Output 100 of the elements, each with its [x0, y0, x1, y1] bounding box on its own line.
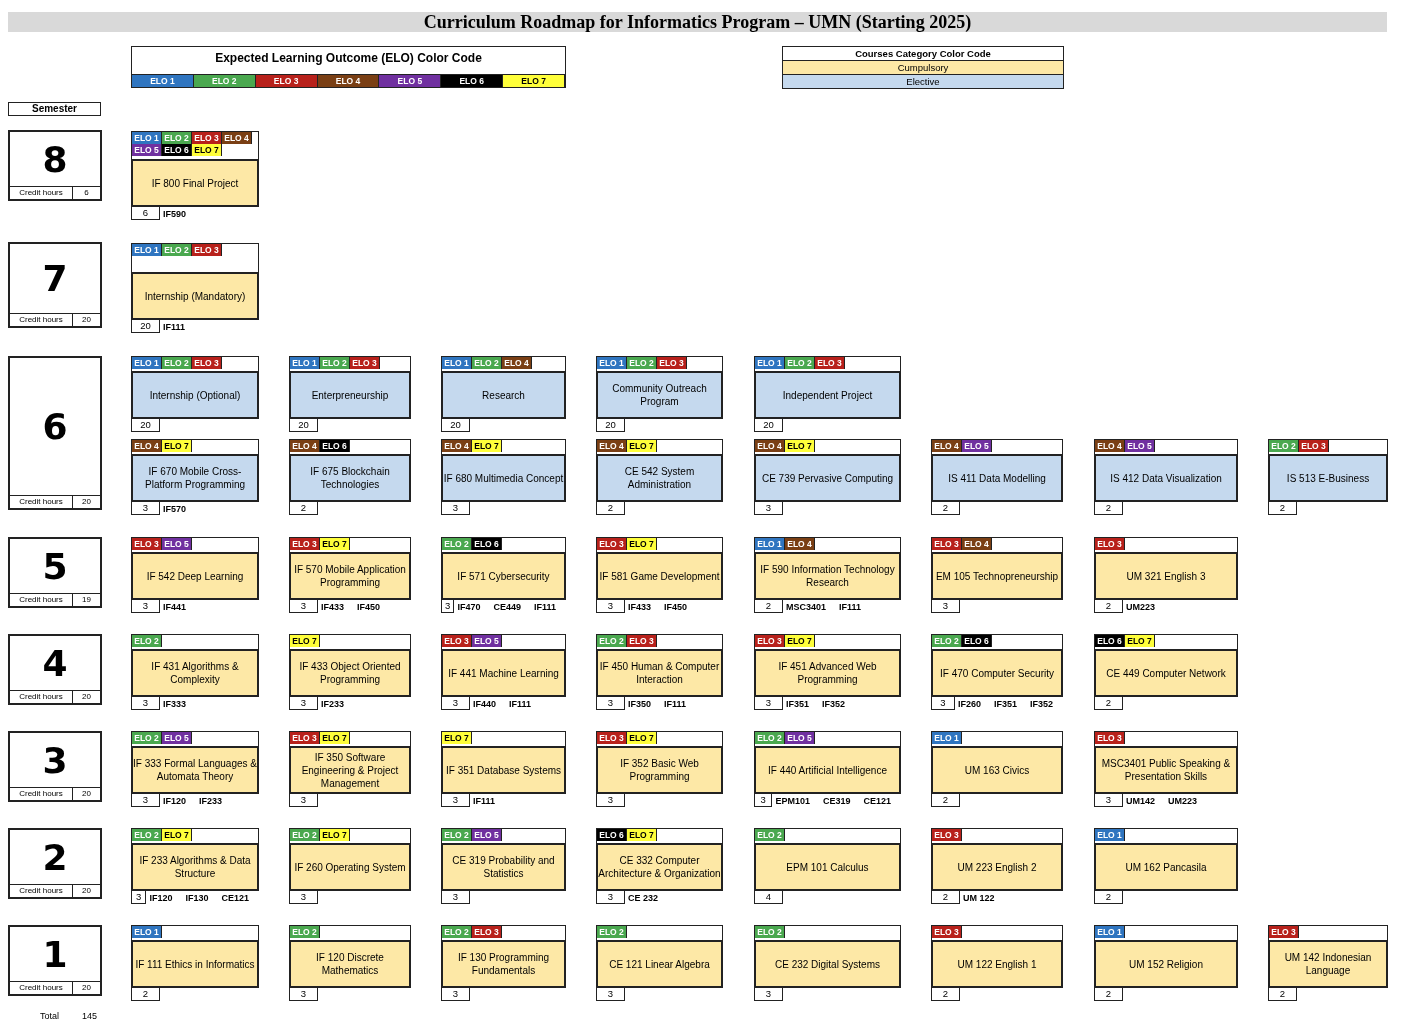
elo-tag: ELO 2 [442, 926, 472, 938]
course-title: IF 351 Database Systems [445, 763, 562, 777]
semester-box [8, 537, 102, 608]
credit-hours: 20 [596, 419, 625, 432]
prerequisite-code: IF233 [321, 698, 344, 709]
credit-hours-label: Credit hours [10, 496, 73, 508]
total-value: 145 [82, 1011, 98, 1021]
course-box [131, 843, 259, 891]
course-box [754, 940, 901, 988]
credit-hours: 4 [754, 891, 783, 904]
course-title: CE 739 Pervasive Computing [761, 471, 894, 485]
course-title: IF 680 Multimedia Concept [443, 471, 564, 485]
prerequisite-code: IF111 [509, 698, 532, 709]
course-title: IF 352 Basic Web Programming [619, 757, 700, 783]
course-title: IF 590 Information Technology Research [759, 563, 896, 589]
course-box [1094, 454, 1238, 502]
elo-tag: ELO 4 [962, 538, 992, 550]
prerequisite-code: CE449 [493, 601, 521, 612]
course-title: IF 675 Blockchain Technologies [309, 465, 391, 491]
elo-tag: ELO 4 [502, 357, 532, 369]
legend-swatch: ELO 4 [317, 75, 380, 87]
credit-hours: 3 [931, 600, 960, 613]
elo-tag: ELO 3 [627, 635, 657, 647]
credit-hours-value: 20 [81, 691, 92, 703]
course-title: IF 350 Software Engineering & Project Management [300, 750, 400, 790]
prerequisite-code: IF433 [321, 601, 344, 612]
elo-tag: ELO 2 [132, 635, 162, 647]
course-title: IF 800 Final Project [151, 176, 239, 190]
legend-swatch: Elective [783, 74, 1063, 88]
prerequisite-code: IF351 [993, 698, 1017, 709]
credit-hours: 2 [596, 502, 625, 515]
elo-tag: ELO 6 [597, 829, 627, 841]
course-title: IF 233 Algorithms & Data Structure [138, 854, 252, 880]
course-title: MSC3401 Public Speaking & Presentation Skills [1100, 757, 1232, 783]
elo-tag: ELO 3 [815, 357, 845, 369]
credit-hours: 2 [931, 502, 960, 515]
course-title: IF 571 Cybersecurity [457, 569, 550, 583]
elo-tag: ELO 4 [597, 440, 627, 452]
course-box [441, 371, 566, 419]
credit-hours: 3 [596, 988, 625, 1001]
credit-hours: 2 [1094, 600, 1123, 613]
elo-tag: ELO 3 [1269, 926, 1299, 938]
credit-hours-label: Credit hours [10, 314, 73, 326]
credit-hours: 3 [131, 600, 160, 613]
prerequisite-code: IF111 [473, 795, 496, 806]
prerequisite-code: UM142 [1126, 795, 1155, 806]
elo-tag: ELO 2 [320, 357, 350, 369]
prerequisite-code: IF351 [786, 698, 809, 709]
credit-hours: 2 [1268, 502, 1297, 515]
credit-hours: 2 [1094, 988, 1123, 1001]
credit-hours: 20 [131, 320, 160, 333]
legend-swatch: Cumpulsory [783, 60, 1063, 74]
credit-hours: 3 [131, 697, 160, 710]
course-box [131, 746, 259, 794]
course-title: UM 163 Civics [964, 763, 1030, 777]
elo-tag: ELO 3 [932, 538, 962, 550]
legend-swatch: ELO 1 [132, 75, 194, 87]
credit-hours-value: 20 [81, 496, 92, 508]
elo-tag: ELO 1 [1095, 829, 1125, 841]
elo-tag: ELO 6 [962, 635, 992, 647]
elo-tag: ELO 3 [755, 635, 785, 647]
elo-tag: ELO 6 [162, 144, 192, 156]
course-box [131, 371, 259, 419]
elo-tag: ELO 3 [192, 132, 222, 144]
course-box [289, 371, 411, 419]
course-box [1268, 940, 1388, 988]
credit-hours-label: Credit hours [10, 594, 73, 606]
credit-hours: 2 [1094, 697, 1123, 710]
credit-hours: 3 [596, 794, 625, 807]
elo-tag: ELO 2 [755, 829, 785, 841]
legend-swatch: ELO 3 [255, 75, 318, 87]
semester-box [8, 828, 102, 899]
course-title: CE 232 Digital Systems [774, 957, 880, 971]
credit-hours-value: 20 [81, 788, 92, 800]
prerequisite-code: IF470 [457, 601, 481, 612]
legend-swatch: ELO 7 [503, 75, 565, 87]
prerequisite-code: MSC3401 [786, 601, 827, 612]
course-box [1268, 454, 1388, 502]
course-title: IF 542 Deep Learning [146, 569, 244, 583]
prerequisite-code: UM 122 [963, 892, 995, 903]
course-title: IF 440 Artificial Intelligence [768, 763, 887, 777]
semester-number: 1 [41, 932, 69, 977]
elo-tag: ELO 2 [472, 357, 502, 369]
credit-hours-value: 6 [83, 187, 90, 199]
credit-hours: 3 [441, 988, 470, 1001]
elo-tag: ELO 7 [320, 732, 350, 744]
credit-hours-label: Credit hours [10, 885, 73, 897]
credit-hours: 2 [289, 502, 318, 515]
course-title: Enterpreneurship [311, 388, 389, 402]
elo-tag: ELO 7 [627, 829, 657, 841]
credit-hours: 2 [931, 988, 960, 1001]
elo-tag: ELO 4 [755, 440, 785, 452]
semester-number: 7 [41, 257, 69, 301]
course-box [596, 371, 723, 419]
credit-hours: 2 [1094, 891, 1123, 904]
course-title: IF 433 Object Oriented Programming [298, 660, 402, 686]
credit-hours: 3 [441, 697, 470, 710]
course-title: IF 111 Ethics in Informatics [135, 957, 255, 971]
elo-tag: ELO 1 [597, 357, 627, 369]
semester-box [8, 356, 102, 510]
